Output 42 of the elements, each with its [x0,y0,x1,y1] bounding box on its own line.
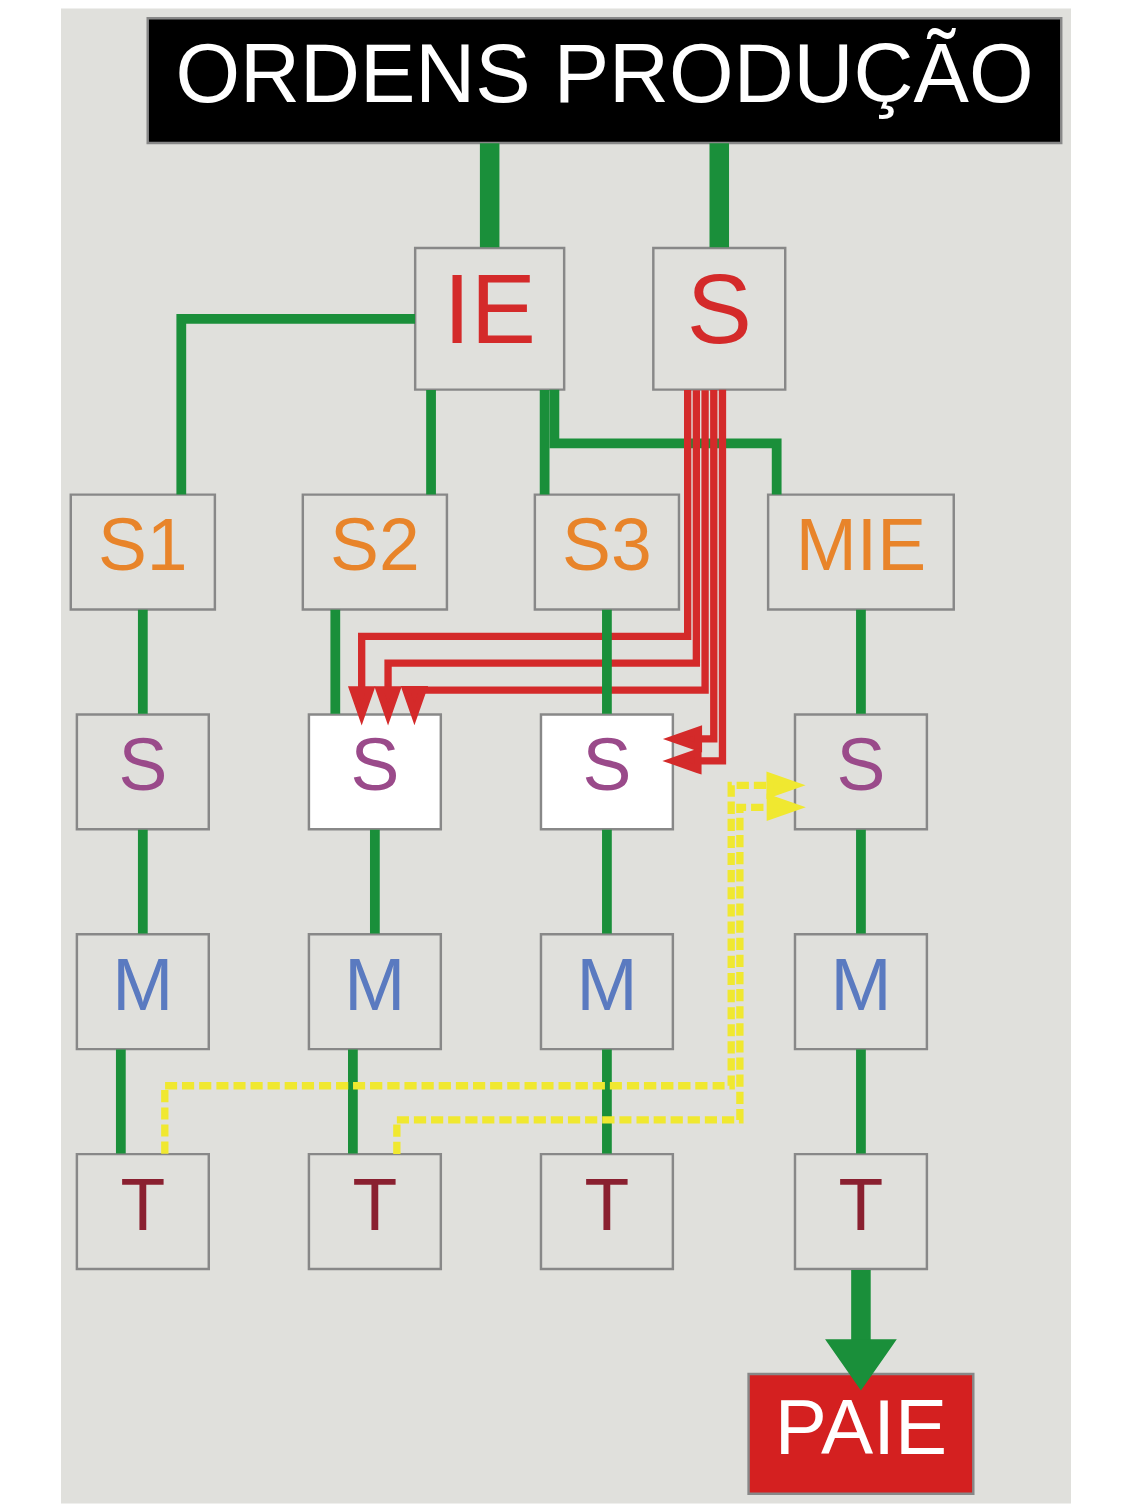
node-box: S [539,713,675,831]
connector [176,313,416,495]
node-box: S [793,713,929,831]
node-box: S2 [301,493,449,611]
arrow [662,389,727,775]
node-box: T [75,1152,210,1271]
connector [479,143,500,248]
arrow [662,390,718,753]
connector [709,143,730,248]
node-box: S3 [533,493,681,611]
node-box: S [652,246,787,391]
connector [115,1049,126,1154]
node-box: PAIE [747,1372,975,1495]
node-box: ORDENS PRODUÇÃO [146,17,1063,145]
connector [602,609,612,714]
node-box: T [793,1152,929,1271]
arrow [161,771,806,1154]
connector [856,829,866,934]
node-box: M [307,933,443,1051]
node-box: M [539,933,675,1051]
connector [137,609,148,714]
connector [856,609,866,714]
connector [137,829,148,934]
node-box: M [75,933,210,1051]
connector [348,1049,358,1154]
node-box: MIE [766,493,955,611]
connector [539,390,550,495]
node-box: S [75,713,210,831]
node-box: T [307,1152,443,1271]
node-box: S [307,713,443,831]
connector [426,390,436,495]
node-box: S1 [69,493,217,611]
arrow [825,1269,897,1391]
connector [602,829,612,934]
node-box: M [793,933,929,1051]
connector [856,1049,866,1154]
node-box: IE [413,246,566,391]
connector [370,829,380,934]
node-box: T [539,1152,675,1271]
connector [549,389,782,495]
connector [330,609,341,714]
connector [602,1049,612,1154]
